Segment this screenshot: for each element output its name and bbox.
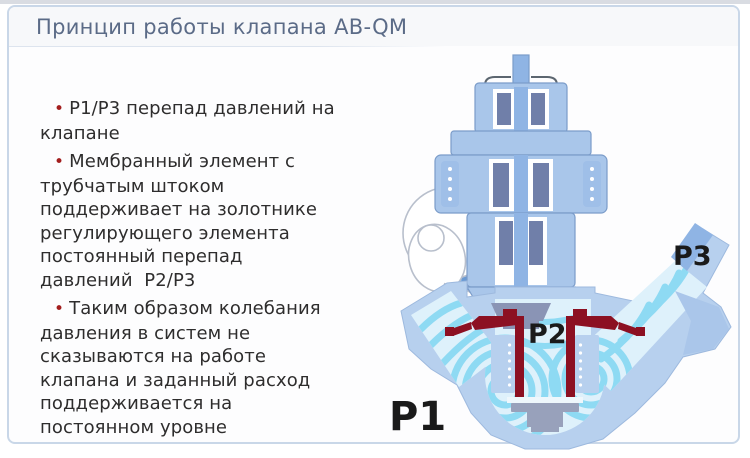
membrane-element bbox=[445, 309, 645, 397]
body-right-wing bbox=[675, 291, 729, 355]
window-top-strip bbox=[0, 0, 750, 4]
label-p3: P3 bbox=[673, 241, 712, 272]
bullet-icon: • bbox=[54, 152, 65, 172]
bottom-plug bbox=[507, 397, 583, 432]
bullet-icon: • bbox=[54, 299, 65, 319]
bullet-text: P1/P3 перепад давлений на клапане bbox=[40, 98, 335, 144]
title-band bbox=[9, 7, 738, 46]
valve-cross-section-diagram: P1 P2 P3 bbox=[389, 54, 732, 450]
page-title: Принцип работы клапана AB-QM bbox=[36, 15, 408, 39]
bullet-item: •Мембранный элемент с трубчатым штоком п… bbox=[40, 150, 366, 292]
bullet-item: •Таким образом колебания давления в сист… bbox=[40, 297, 366, 439]
slide-panel: Принцип работы клапана AB-QM •P1/P3 пере… bbox=[7, 5, 740, 450]
bullet-list: •P1/P3 перепад давлений на клапане •Мемб… bbox=[40, 97, 366, 444]
bullet-text: Мембранный элемент с трубчатым штоком по… bbox=[40, 151, 318, 291]
seat-bosses bbox=[491, 335, 599, 393]
bullet-item: •P1/P3 перепад давлений на клапане bbox=[40, 97, 366, 145]
outlet-tip-band bbox=[671, 223, 713, 271]
label-p2: P2 bbox=[528, 319, 567, 350]
bullet-icon: • bbox=[54, 99, 65, 119]
bullet-text: Таким образом колебания давления в систе… bbox=[40, 298, 321, 438]
title-divider bbox=[9, 46, 738, 47]
label-p1: P1 bbox=[389, 394, 446, 440]
